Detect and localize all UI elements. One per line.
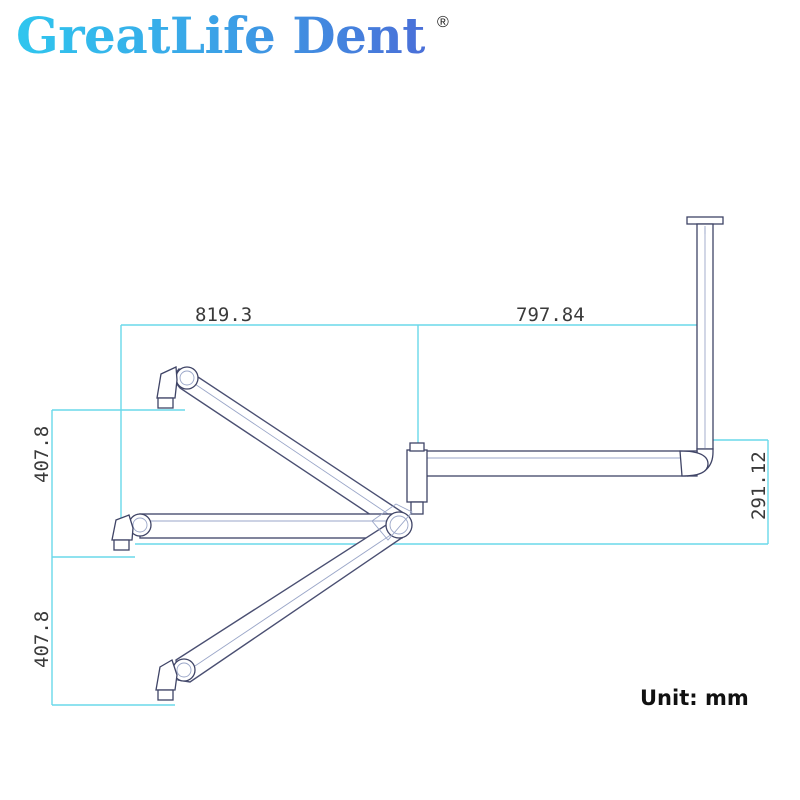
dim-upper-offset: 407.8 [31, 426, 53, 483]
lower-arm [155, 519, 408, 701]
unit-label: Unit: mm [640, 686, 749, 710]
horizontal-arm [406, 442, 709, 515]
brand-logo-text: GreatLife Dent [16, 6, 425, 65]
dim-arm-span: 819.3 [195, 304, 252, 326]
center-joint [371, 503, 413, 541]
dim-drop-height: 291.12 [748, 451, 770, 520]
upper-arm [156, 366, 409, 534]
dimension-lines [51, 324, 769, 706]
ceiling-mount [686, 216, 724, 477]
registered-mark: ® [437, 14, 449, 31]
middle-arm [111, 513, 403, 551]
dim-lower-offset: 407.8 [31, 611, 53, 668]
dim-horizontal-arm: 797.84 [516, 304, 585, 326]
